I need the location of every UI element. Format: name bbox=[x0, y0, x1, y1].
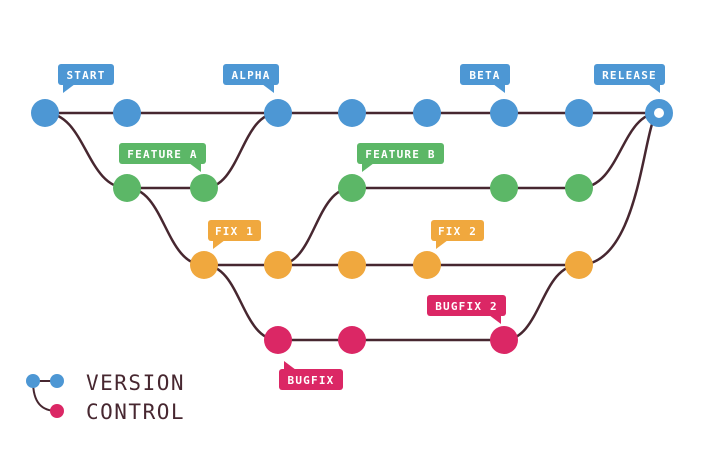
legend-mini-graph-icon bbox=[26, 374, 64, 418]
commit-node-fix bbox=[338, 251, 366, 279]
tag-badge-label: FIX 1 bbox=[215, 225, 254, 238]
tag-badge-beta: BETA bbox=[460, 64, 510, 93]
commit-node-master bbox=[490, 99, 518, 127]
merge-bugfix-into-fix bbox=[503, 263, 580, 342]
tag-badge-box bbox=[594, 64, 665, 85]
tag-badge-alpha: ALPHA bbox=[223, 64, 279, 93]
legend-commit-blue-1 bbox=[26, 374, 40, 388]
tag-badge-start: START bbox=[58, 64, 114, 93]
tag-badge-tail bbox=[284, 361, 296, 370]
tag-badge-tail bbox=[648, 84, 660, 93]
tag-badge-label: FEATURE B bbox=[365, 148, 435, 161]
commit-node-bugfix bbox=[490, 326, 518, 354]
tag-badge-box bbox=[357, 143, 444, 164]
tag-badge-tail bbox=[213, 240, 225, 249]
tag-badge-box bbox=[119, 143, 206, 164]
commit-node-fix bbox=[190, 251, 218, 279]
tag-badge-tail bbox=[362, 163, 374, 172]
tag-badge-box bbox=[58, 64, 114, 85]
commit-node-feature bbox=[338, 174, 366, 202]
legend: VERSION CONTROL bbox=[26, 371, 185, 424]
commit-node-fix bbox=[565, 251, 593, 279]
tag-badge-fix-2: FIX 2 bbox=[431, 220, 484, 249]
branch-feature-b-from-fix-1 bbox=[277, 186, 353, 267]
tag-badge-box bbox=[279, 369, 343, 390]
merge-feature-a-into-alpha bbox=[203, 111, 279, 190]
tag-badge-tail bbox=[493, 84, 505, 93]
tag-badge-label: BETA bbox=[469, 69, 500, 82]
tag-badge-label: BUGFIX 2 bbox=[435, 300, 498, 313]
commit-node-bugfix bbox=[264, 326, 292, 354]
tag-badge-feature-b: FEATURE B bbox=[357, 143, 444, 172]
tag-badge-tail bbox=[262, 84, 274, 93]
tag-badge-box bbox=[431, 220, 484, 241]
legend-version-text: VERSION bbox=[86, 371, 185, 395]
tag-badge-label: RELEASE bbox=[602, 69, 657, 82]
tag-badges: START ALPHA BETA RELEASE FEATURE A FEATURE B F… bbox=[58, 64, 665, 390]
commit-node-feature bbox=[190, 174, 218, 202]
tag-badge-box bbox=[460, 64, 510, 85]
tag-badge-box bbox=[223, 64, 279, 85]
tag-badge-release: RELEASE bbox=[594, 64, 665, 93]
tag-badge-tail bbox=[189, 163, 201, 172]
commit-nodes bbox=[31, 99, 673, 354]
tag-badge-label: ALPHA bbox=[231, 69, 270, 82]
commit-node-master bbox=[565, 99, 593, 127]
tag-badge-tail bbox=[436, 240, 448, 249]
commit-release-ring bbox=[645, 99, 673, 127]
tag-badge-box bbox=[208, 220, 261, 241]
tag-badge-label: FEATURE A bbox=[127, 148, 197, 161]
tag-badge-bugfix: BUGFIX bbox=[279, 361, 343, 390]
branch-fix-1-from-feature-a bbox=[126, 186, 205, 267]
commit-node-bugfix bbox=[338, 326, 366, 354]
legend-commit-pink bbox=[50, 404, 64, 418]
tag-badge-tail bbox=[489, 315, 501, 324]
branch-feature-a-from-start bbox=[44, 111, 128, 190]
tag-badge-label: START bbox=[66, 69, 105, 82]
tag-badge-feature-a: FEATURE A bbox=[119, 143, 206, 172]
tag-badge-tail bbox=[63, 84, 75, 93]
commit-node-master bbox=[264, 99, 292, 127]
commit-node-feature bbox=[113, 174, 141, 202]
branch-bugfix-from-fix-1 bbox=[203, 263, 279, 342]
tag-badge-label: BUGFIX bbox=[288, 374, 335, 387]
commit-node-master bbox=[113, 99, 141, 127]
tag-badge-bugfix-2: BUGFIX 2 bbox=[427, 295, 506, 324]
commit-node-feature bbox=[565, 174, 593, 202]
commit-node-master bbox=[413, 99, 441, 127]
commit-node-master bbox=[338, 99, 366, 127]
tag-badge-box bbox=[427, 295, 506, 316]
commit-node-feature bbox=[490, 174, 518, 202]
tag-badge-label: FIX 2 bbox=[438, 225, 477, 238]
tag-badge-fix-1: FIX 1 bbox=[208, 220, 261, 249]
commit-node-fix bbox=[264, 251, 292, 279]
commit-node-fix bbox=[413, 251, 441, 279]
commit-node-master bbox=[31, 99, 59, 127]
legend-control-text: CONTROL bbox=[86, 400, 185, 424]
legend-commit-blue-2 bbox=[50, 374, 64, 388]
